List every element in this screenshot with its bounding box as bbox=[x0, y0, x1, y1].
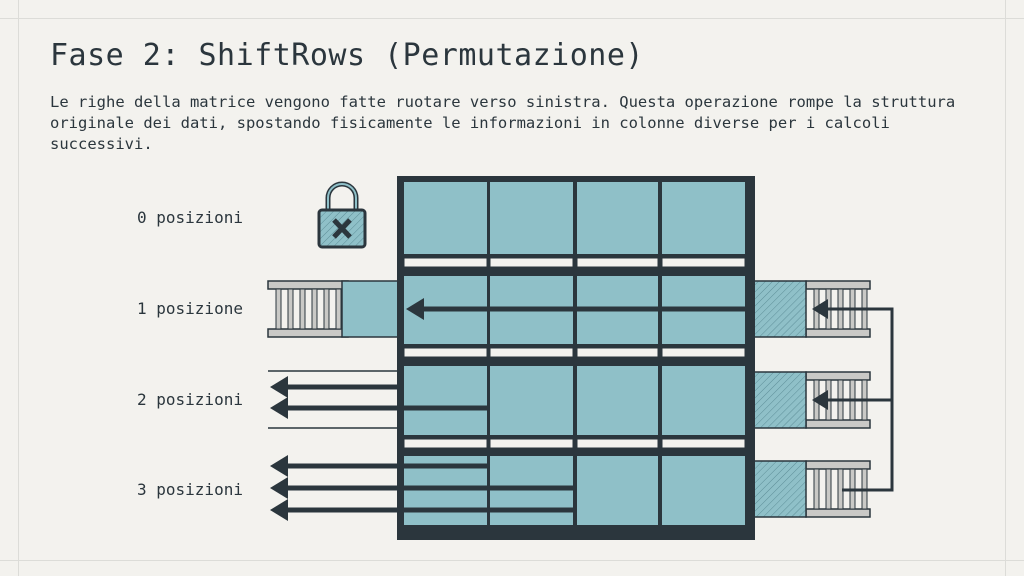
shift-arrows bbox=[270, 298, 894, 521]
matrix-cell bbox=[404, 366, 487, 435]
row-separator bbox=[489, 257, 574, 268]
rail-bar bbox=[267, 328, 349, 338]
row-separator bbox=[403, 438, 488, 449]
rail-bar bbox=[267, 280, 349, 290]
row-separator bbox=[489, 438, 574, 449]
rail-bar bbox=[805, 508, 871, 518]
row-separator bbox=[661, 347, 746, 358]
matrix-cell bbox=[404, 182, 487, 254]
row-separator bbox=[576, 257, 659, 268]
rail-bar bbox=[805, 328, 871, 338]
wrapped-cell bbox=[747, 371, 807, 429]
rail-rung bbox=[813, 468, 820, 510]
rail-rung bbox=[323, 288, 330, 330]
arrow-head bbox=[406, 298, 424, 320]
rail-bar bbox=[805, 371, 871, 381]
slide-title: Fase 2: ShiftRows (Permutazione) bbox=[50, 38, 644, 73]
row-label-3: 3 posizioni bbox=[137, 480, 243, 499]
matrix-cell bbox=[662, 366, 745, 435]
rail-rung bbox=[825, 468, 832, 510]
wrapped-cell bbox=[747, 280, 807, 338]
frame-line bbox=[18, 0, 19, 576]
slide-description: Le righe della matrice vengono fatte ruo… bbox=[50, 93, 956, 153]
rail-rung bbox=[311, 288, 318, 330]
row-label-2: 2 posizioni bbox=[137, 390, 243, 409]
arrow-head bbox=[270, 477, 288, 499]
arrow-head bbox=[270, 455, 288, 477]
lock-x-icon bbox=[317, 181, 367, 249]
shifted-out-cell bbox=[341, 280, 401, 338]
rail-rung bbox=[299, 288, 306, 330]
state-matrix bbox=[397, 176, 755, 540]
rail-bar bbox=[805, 280, 871, 290]
arrow-head bbox=[270, 397, 288, 419]
frame-line bbox=[1005, 0, 1006, 576]
matrix-cell bbox=[490, 366, 573, 435]
row-separator bbox=[489, 347, 574, 358]
frame-line bbox=[0, 18, 1024, 19]
matrix-cell bbox=[490, 182, 573, 254]
row-label-0: 0 posizioni bbox=[137, 208, 243, 227]
rail-rung bbox=[275, 288, 282, 330]
matrix-cell bbox=[662, 182, 745, 254]
arrow-head bbox=[812, 390, 828, 410]
arrow-head bbox=[270, 499, 288, 521]
row-separator bbox=[576, 347, 659, 358]
matrix-cell bbox=[577, 366, 658, 435]
row-label-1: 1 posizione bbox=[137, 299, 243, 318]
rail-rung bbox=[335, 288, 342, 330]
matrix-cell bbox=[577, 182, 658, 254]
row-separator bbox=[661, 257, 746, 268]
matrix-cell bbox=[662, 456, 745, 525]
rail-rung bbox=[287, 288, 294, 330]
matrix-cell bbox=[577, 456, 658, 525]
row-separator bbox=[403, 257, 488, 268]
rail-bar bbox=[805, 460, 871, 470]
arrow-head bbox=[270, 376, 288, 398]
wrapped-cell bbox=[747, 460, 807, 518]
rail-bar bbox=[805, 419, 871, 429]
row-separator bbox=[576, 438, 659, 449]
wrap-path bbox=[828, 307, 894, 492]
frame-line bbox=[0, 560, 1024, 561]
arrow-head bbox=[812, 299, 828, 319]
row-separator bbox=[403, 347, 488, 358]
row-separator bbox=[661, 438, 746, 449]
